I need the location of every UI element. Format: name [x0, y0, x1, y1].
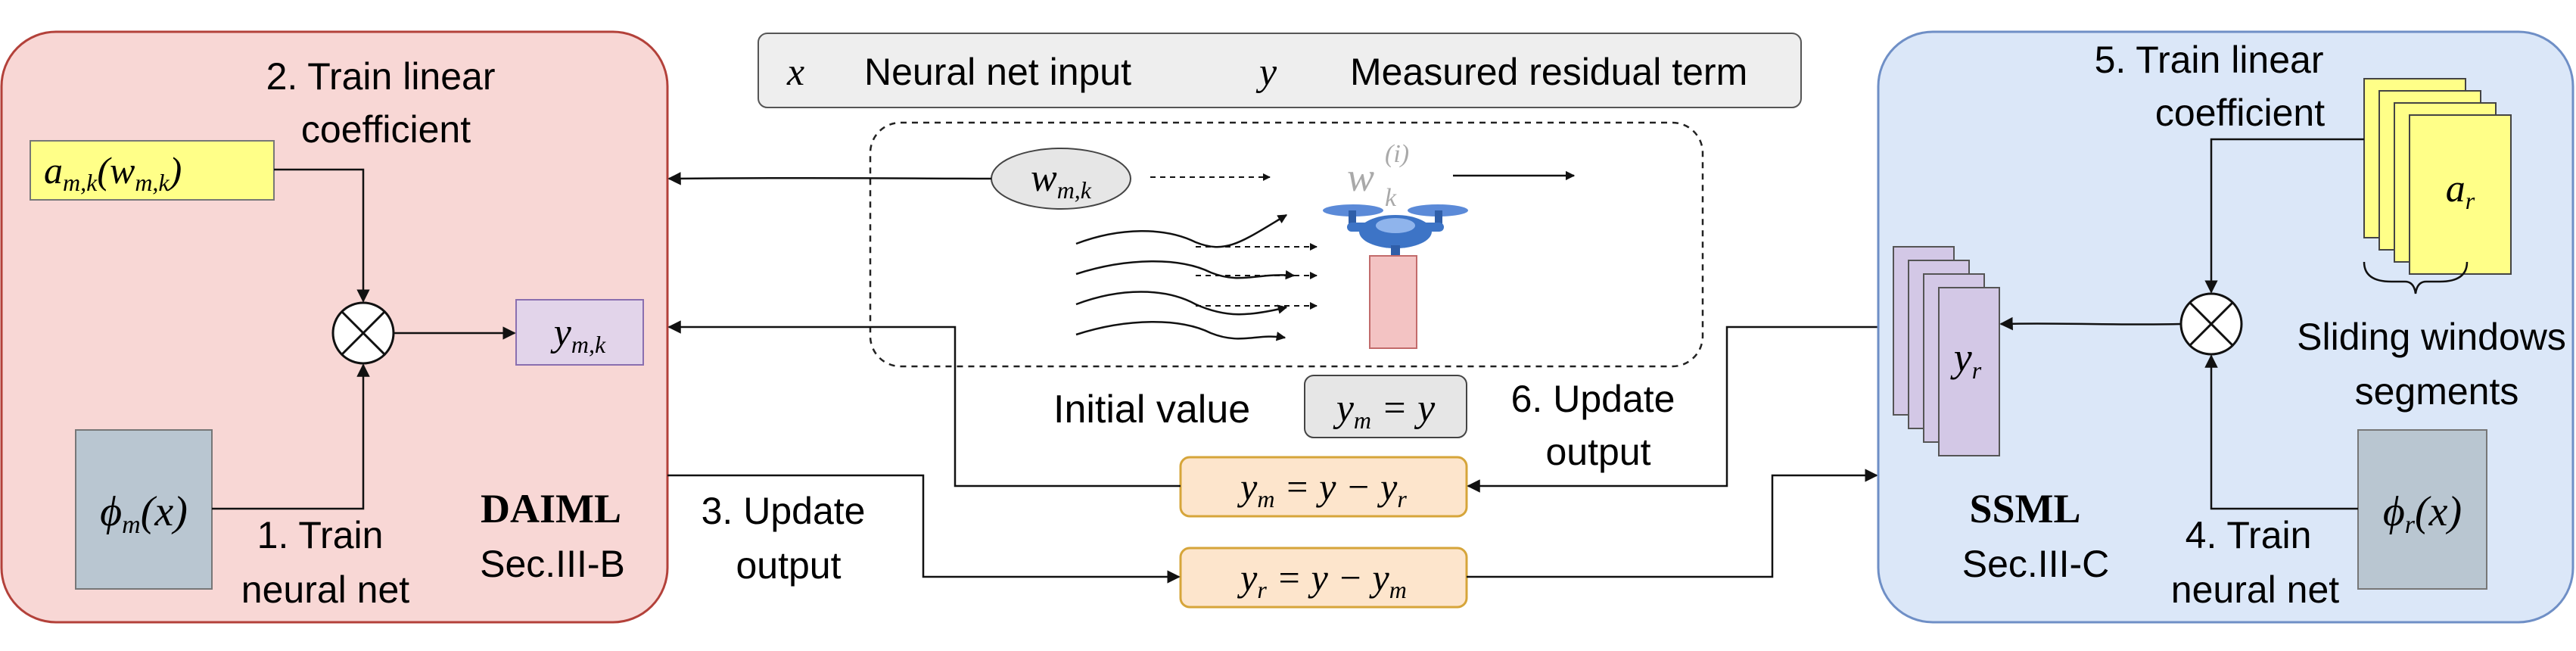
w-to-daiml-arrow — [667, 172, 992, 185]
daiml-phi-text: ϕm(x) — [100, 488, 188, 539]
yr-to-ssml-arrow — [1467, 469, 1878, 578]
w-faded-sup: (i) — [1385, 140, 1409, 168]
ssml-coef-text: ar — [2446, 167, 2475, 214]
daiml-multiply-node — [331, 301, 395, 365]
payload-box — [1369, 255, 1417, 349]
w-faded-sub: k — [1385, 184, 1397, 212]
drone-icon — [1323, 204, 1468, 256]
daiml-coef-text: am,k(wm,k) — [44, 149, 182, 196]
step3-label: 3. Update output — [702, 490, 876, 587]
daiml-panel: 2. Train linear coefficient am,k(wm,k) ϕ… — [0, 30, 669, 624]
wind-flow-icon — [1075, 213, 1318, 341]
daiml-phi-arrow — [212, 363, 370, 510]
daiml-coef-arrow — [274, 168, 370, 303]
ssml-panel: 5. Train linear coefficient ar Sliding w… — [1877, 30, 2576, 624]
ssml-section: Sec.III-C — [1962, 543, 2109, 585]
ym-eq-text: ym = y − yr — [1237, 466, 1407, 512]
ym-to-daiml-arrow — [667, 320, 1181, 487]
legend: x Neural net input y Measured residual t… — [758, 33, 1802, 108]
ssml-title: SSML — [1969, 486, 2080, 531]
daiml-title: DAIML — [481, 486, 621, 531]
legend-x-label: Neural net input — [864, 51, 1131, 93]
yr-update-eq: yr = y − ym — [1179, 547, 1468, 609]
ssml-multiply-node — [2179, 292, 2243, 356]
center-scene: wm,k w (i) k — [667, 121, 1704, 368]
yr-eq-text: yr = y − ym — [1237, 556, 1407, 603]
legend-y-label: Measured residual term — [1350, 51, 1747, 93]
ssml-window-label: Sliding windows segments — [2297, 316, 2576, 413]
ssml-phi-box — [2357, 429, 2487, 590]
step6-label: 6. Update output — [1511, 378, 1686, 473]
ssml-step4-label: 4. Train neural net — [2171, 514, 2339, 611]
legend-y-symbol: y — [1255, 51, 1277, 94]
ssml-product-arrow — [1999, 316, 2182, 331]
daiml-phi-box — [75, 429, 213, 590]
daiml-step2-label: 2. Train linear coefficient — [266, 55, 506, 151]
initial-eq-text: ym = y — [1333, 387, 1436, 434]
ssml-y-text: yr — [1950, 335, 1982, 384]
daiml-y-text: ym,k — [550, 311, 606, 358]
w-ellipse-text: wm,k — [1031, 157, 1092, 204]
daiml-section: Sec.III-B — [480, 543, 625, 585]
initial-value: Initial value ym = y — [1053, 375, 1467, 438]
legend-box — [758, 33, 1802, 108]
w-faded-text: w — [1347, 154, 1374, 200]
daiml-y-box — [515, 299, 644, 366]
ym-update-eq: ym = y − yr — [1179, 456, 1468, 518]
ssml-to-ym-arrow — [1467, 326, 1880, 493]
ssml-coef-stack — [2363, 78, 2512, 275]
ssml-step5-label: 5. Train linear coefficient — [2095, 39, 2335, 134]
daiml-to-yr-arrow — [667, 474, 1181, 584]
initial-value-label: Initial value — [1053, 388, 1250, 431]
ssml-phi-arrow — [2204, 354, 2358, 510]
daiml-step1-label: 1. Train neural net — [241, 514, 409, 611]
initial-eq-box — [1304, 375, 1467, 438]
ssml-y-stack — [1893, 246, 2000, 456]
scene-dashed-box — [869, 121, 1704, 368]
legend-x-symbol: x — [786, 51, 804, 94]
ssml-coef-arrow — [2204, 138, 2364, 294]
window-brace-icon — [2363, 261, 2469, 294]
ssml-phi-text: ϕr(x) — [2383, 488, 2462, 539]
